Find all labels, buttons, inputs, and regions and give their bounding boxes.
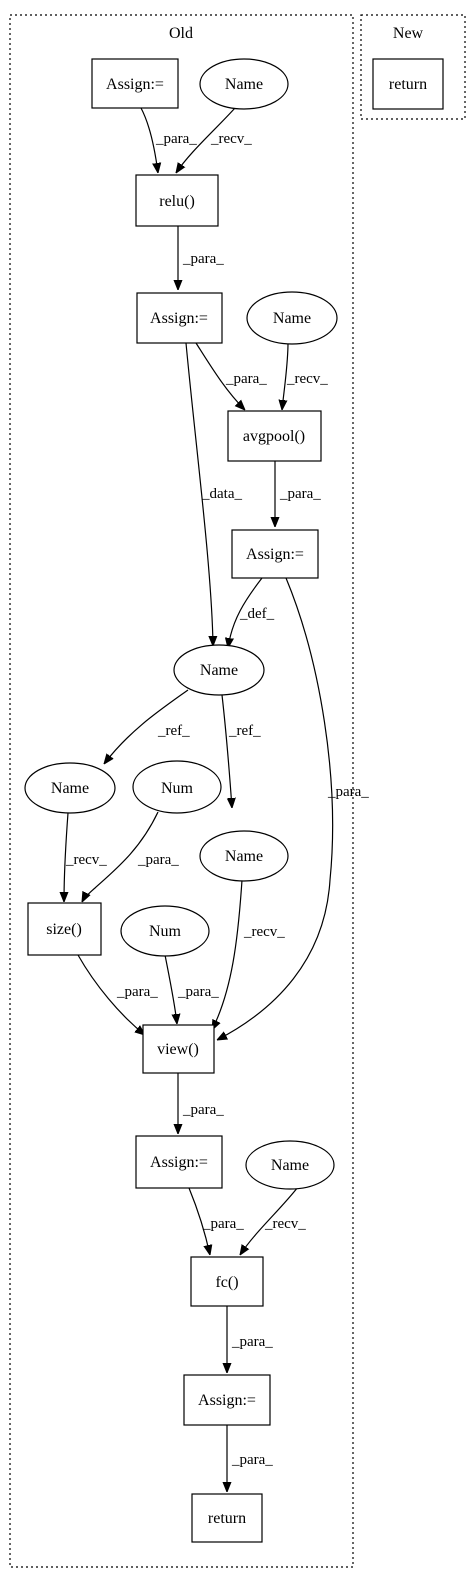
svg-text:fc(): fc()	[215, 1274, 238, 1291]
edge-assign4-fc	[188, 1187, 210, 1255]
node-name-3: Name	[173, 644, 265, 696]
edge-label: _para_	[116, 984, 158, 1000]
svg-text:return: return	[389, 76, 427, 93]
nodes: Assign:= Name relu() Assign:= Name avgpo…	[24, 58, 444, 1543]
svg-text:Name: Name	[225, 76, 263, 93]
edges: _para_ _recv_ _para_ _para_ _recv_ _data…	[64, 107, 369, 1492]
node-return-new: return	[372, 58, 444, 110]
node-relu: relu()	[135, 174, 219, 227]
edge-name2-avgpool	[282, 342, 289, 410]
node-assign-5: Assign:=	[183, 1374, 271, 1426]
svg-text:avgpool(): avgpool()	[243, 428, 305, 445]
node-avgpool: avgpool()	[227, 410, 322, 462]
edge-name5-view	[212, 879, 243, 1030]
svg-text:Assign:=: Assign:=	[198, 1392, 256, 1409]
node-num-1: Num	[132, 760, 222, 814]
svg-text:Name: Name	[225, 848, 263, 865]
svg-text:Num: Num	[161, 780, 194, 797]
node-name-1: Name	[199, 58, 289, 110]
edge-assign3-view	[217, 577, 334, 1040]
node-num-2: Num	[120, 905, 210, 957]
edge-label: _para_	[202, 1216, 244, 1232]
cluster-new-label: New	[393, 25, 424, 42]
edge-name3-name5	[221, 694, 232, 808]
svg-text:view(): view()	[157, 1041, 199, 1058]
svg-text:return: return	[208, 1510, 246, 1527]
node-size: size()	[27, 902, 102, 956]
edge-label: _para_	[327, 784, 369, 800]
edge-label: _para_	[155, 131, 197, 147]
svg-text:Name: Name	[273, 310, 311, 327]
svg-text:Name: Name	[200, 662, 238, 679]
edge-assign1-relu	[140, 107, 158, 173]
edge-label: _para_	[279, 486, 321, 502]
node-name-2: Name	[246, 291, 338, 345]
edge-label: _ref_	[228, 723, 261, 739]
edge-label: _para_	[177, 984, 219, 1000]
node-view: view()	[142, 1024, 215, 1074]
node-name-6: Name	[245, 1140, 335, 1190]
edge-label: _para_	[231, 1334, 273, 1350]
edge-label: _para_	[231, 1452, 273, 1468]
cluster-old: Old	[9, 14, 354, 1568]
cluster-new: New	[360, 14, 466, 120]
svg-text:Assign:=: Assign:=	[106, 76, 164, 93]
edge-label: _para_	[137, 852, 179, 868]
edge-label: _para_	[182, 1102, 224, 1118]
edge-label: _recv_	[210, 131, 252, 147]
edge-label: _recv_	[264, 1216, 306, 1232]
edge-name1-relu	[176, 107, 236, 173]
edge-label: _data_	[201, 486, 242, 502]
edge-label: _recv_	[243, 924, 285, 940]
svg-text:size(): size()	[46, 921, 82, 938]
svg-text:Num: Num	[149, 923, 182, 940]
edge-name3-name4	[104, 689, 189, 764]
svg-text:Name: Name	[271, 1157, 309, 1174]
svg-text:Assign:=: Assign:=	[150, 1154, 208, 1171]
edge-name6-fc	[240, 1186, 299, 1255]
node-fc: fc()	[190, 1256, 264, 1307]
node-return-old: return	[191, 1493, 263, 1543]
edge-num2-view	[164, 954, 177, 1024]
edge-name4-size	[64, 812, 68, 902]
node-name-4: Name	[24, 762, 116, 814]
edge-assign2-avgpool	[195, 342, 245, 410]
edge-assign2-name3	[185, 342, 213, 646]
edge-label: _ref_	[157, 723, 190, 739]
node-assign-2: Assign:=	[136, 292, 223, 344]
edge-label: _para_	[225, 371, 267, 387]
edge-size-view	[77, 954, 145, 1035]
svg-text:Assign:=: Assign:=	[150, 310, 208, 327]
edge-num1-size	[82, 811, 159, 902]
node-assign-1: Assign:=	[91, 58, 179, 109]
svg-text:relu(): relu()	[159, 193, 195, 210]
edge-label: _para_	[182, 251, 224, 267]
node-name-5: Name	[199, 830, 289, 882]
cluster-old-label: Old	[169, 25, 193, 42]
node-assign-3: Assign:=	[231, 529, 319, 579]
svg-text:Name: Name	[51, 780, 89, 797]
node-assign-4: Assign:=	[135, 1135, 223, 1189]
edge-label: _recv_	[65, 852, 107, 868]
edge-assign3-name3	[228, 577, 263, 648]
svg-text:Assign:=: Assign:=	[246, 546, 304, 563]
edge-label: _recv_	[286, 371, 328, 387]
edge-label: _def_	[239, 606, 275, 622]
